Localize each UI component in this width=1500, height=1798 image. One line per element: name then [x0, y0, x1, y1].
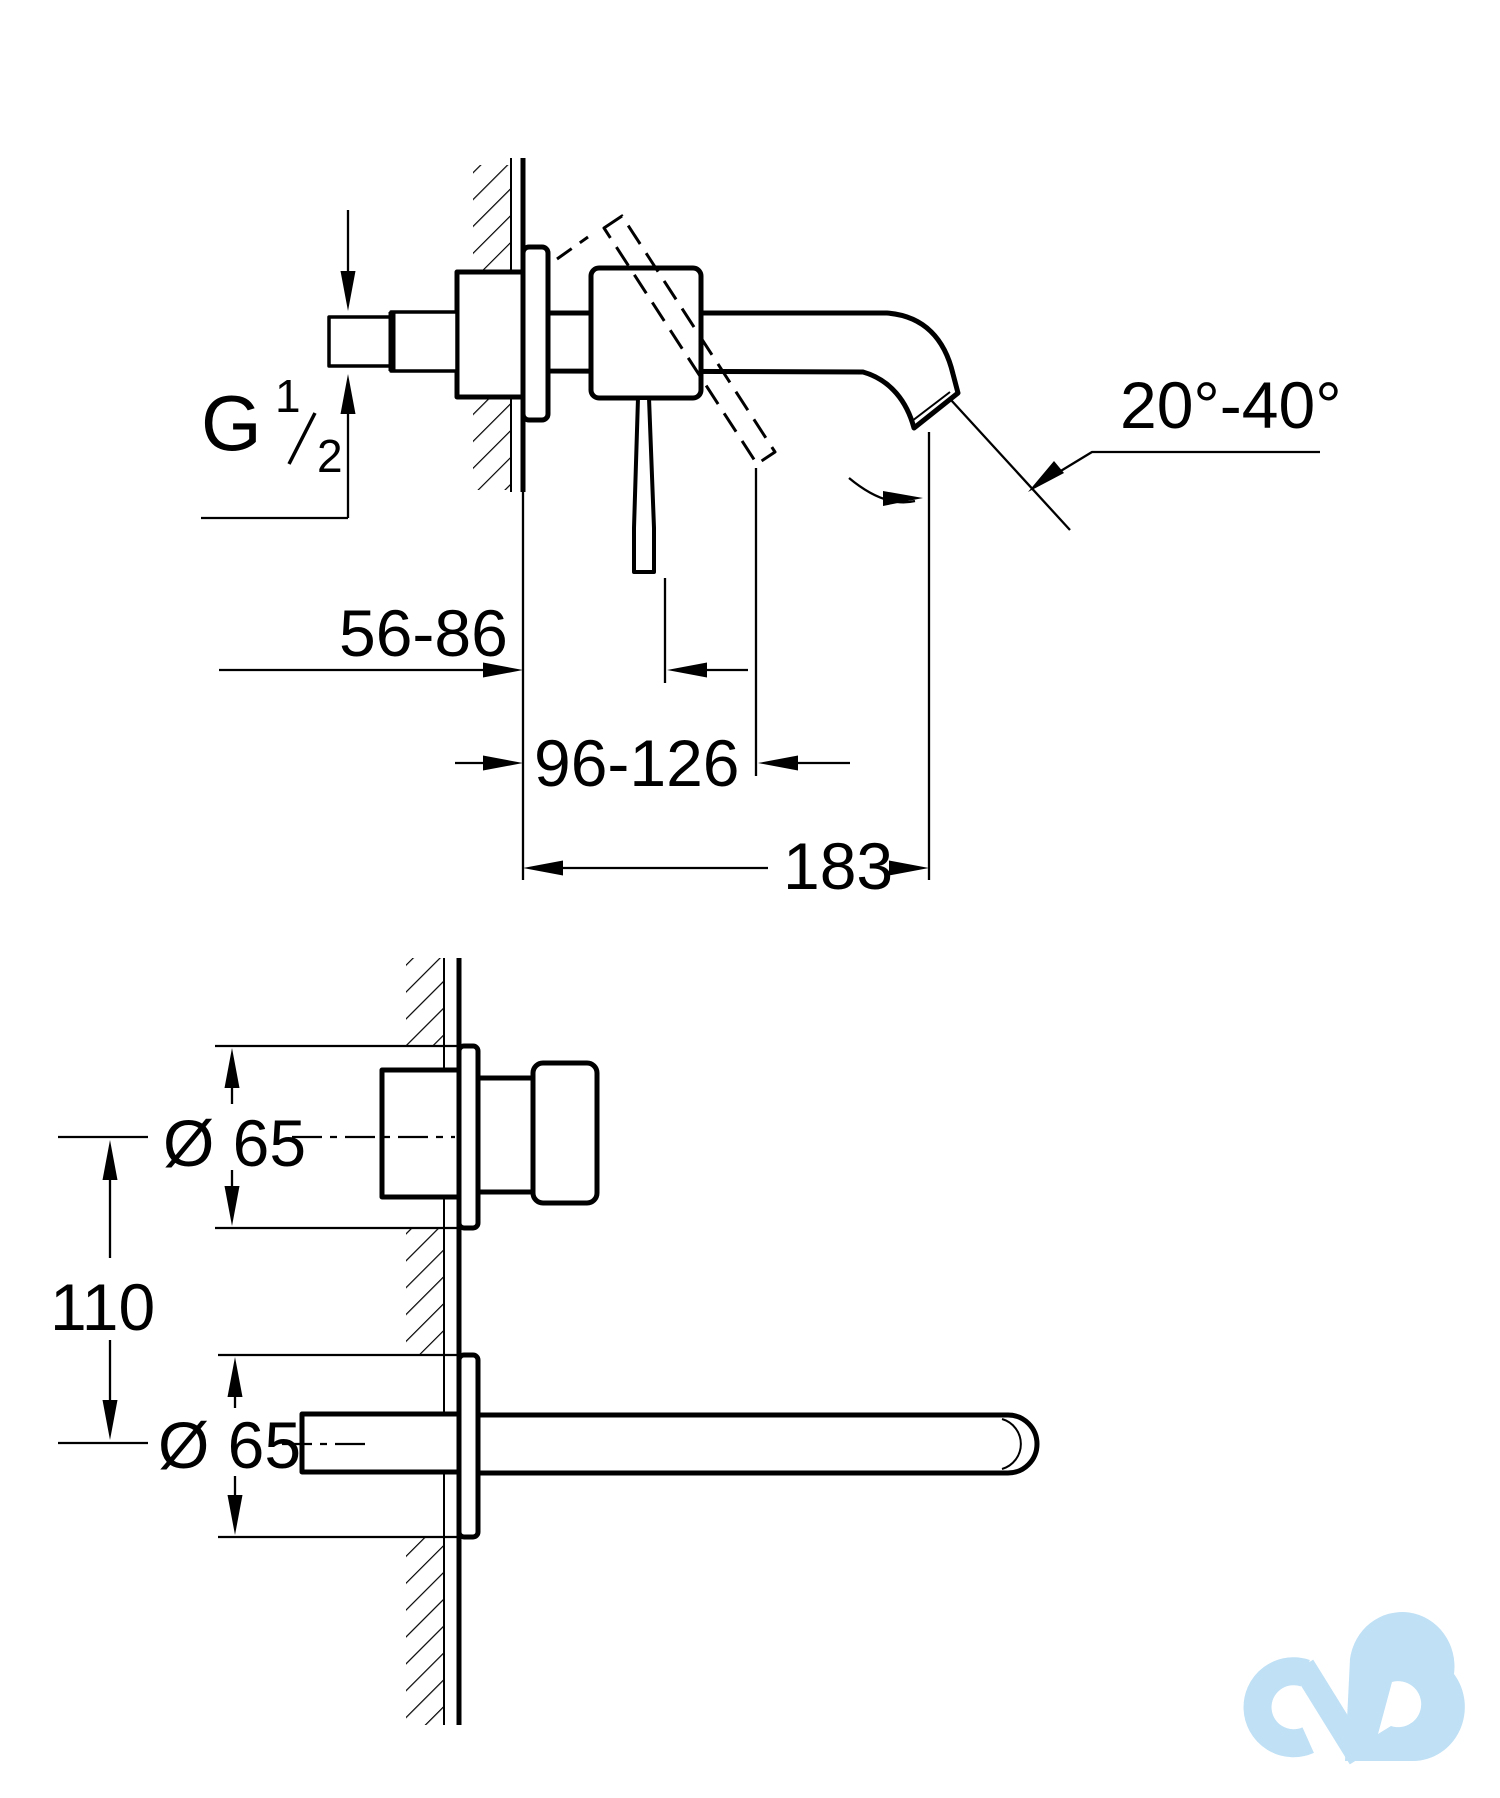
dim-110-label: 110 [50, 1270, 155, 1344]
lever-dashed-tick [556, 235, 589, 261]
wall2-hatch-lower [406, 1537, 444, 1725]
angle-leader-arrow [1028, 461, 1064, 492]
dia-bot-arrow-up [227, 1357, 243, 1397]
spout-front-bar [475, 1412, 1040, 1476]
angle-arc-arrow [883, 491, 923, 506]
dia-bot-label: Ø 65 [158, 1408, 301, 1482]
dim-96-126-arrow-right [758, 755, 798, 771]
angle-reference-line [950, 399, 1071, 531]
dim-56-86-arrow-right [667, 662, 707, 678]
thread-label-g: G [201, 379, 262, 467]
logo-right-loop [1345, 1612, 1465, 1761]
thread-label-denominator: 2 [317, 430, 343, 482]
spout-outlet-inner-line [911, 391, 951, 422]
spout-escutcheon [456, 1352, 481, 1540]
dia-bot-arrow-down [227, 1495, 243, 1535]
handle-concealed-body [379, 1067, 462, 1200]
handle-lever-closed [632, 396, 656, 574]
top-view: G 1 2 56-86 96-126 183 20°-40° [201, 158, 1342, 903]
dia-top-arrow-down [224, 1186, 240, 1226]
infinity-mark-icon [1243, 1657, 1314, 1758]
supply-pipe-thread [389, 310, 459, 373]
handle-knob [530, 1060, 600, 1206]
dim-110-arrow-up [102, 1140, 118, 1180]
dim-56-86-arrow-left [483, 662, 523, 678]
dim-96-126-label: 96-126 [534, 726, 740, 800]
dim-110-arrow-down [102, 1400, 118, 1440]
bottom-view: Ø 65 110 Ø 65 [50, 958, 1040, 1725]
dim-angle-label: 20°-40° [1120, 368, 1342, 442]
dia-top-label: Ø 65 [163, 1106, 306, 1180]
wall-hatch-lower [473, 397, 511, 490]
spout-bar-end-inner-line [1001, 1418, 1022, 1470]
thread-label-slash [287, 412, 317, 465]
angle-leader [1035, 450, 1320, 487]
handle-dome [588, 265, 704, 401]
dim-56-86-label: 56-86 [339, 596, 508, 670]
wall2-hatch-upper [406, 958, 444, 1046]
handle-neck [475, 1075, 536, 1195]
dim-183-arrow-right [889, 860, 929, 876]
concealed-body [454, 269, 526, 400]
g-dim-arrow-down [340, 271, 356, 311]
thread-label-numerator: 1 [275, 370, 301, 422]
dim-183-arrow-left [523, 860, 563, 876]
handle-lever-open-dashed [602, 214, 777, 466]
wall2-hatch-middle [406, 1228, 444, 1355]
brand-logo [1243, 1612, 1465, 1765]
handle-escutcheon [456, 1043, 481, 1231]
dim-183-label: 183 [783, 829, 893, 903]
escutcheon-flange [520, 244, 551, 423]
dia-top-arrow-up [224, 1048, 240, 1088]
g-dim-arrow-up [340, 374, 356, 414]
supply-pipe-end [327, 315, 393, 368]
dim-96-126-arrow-left [483, 755, 523, 771]
wall-hatch-upper [473, 165, 511, 272]
